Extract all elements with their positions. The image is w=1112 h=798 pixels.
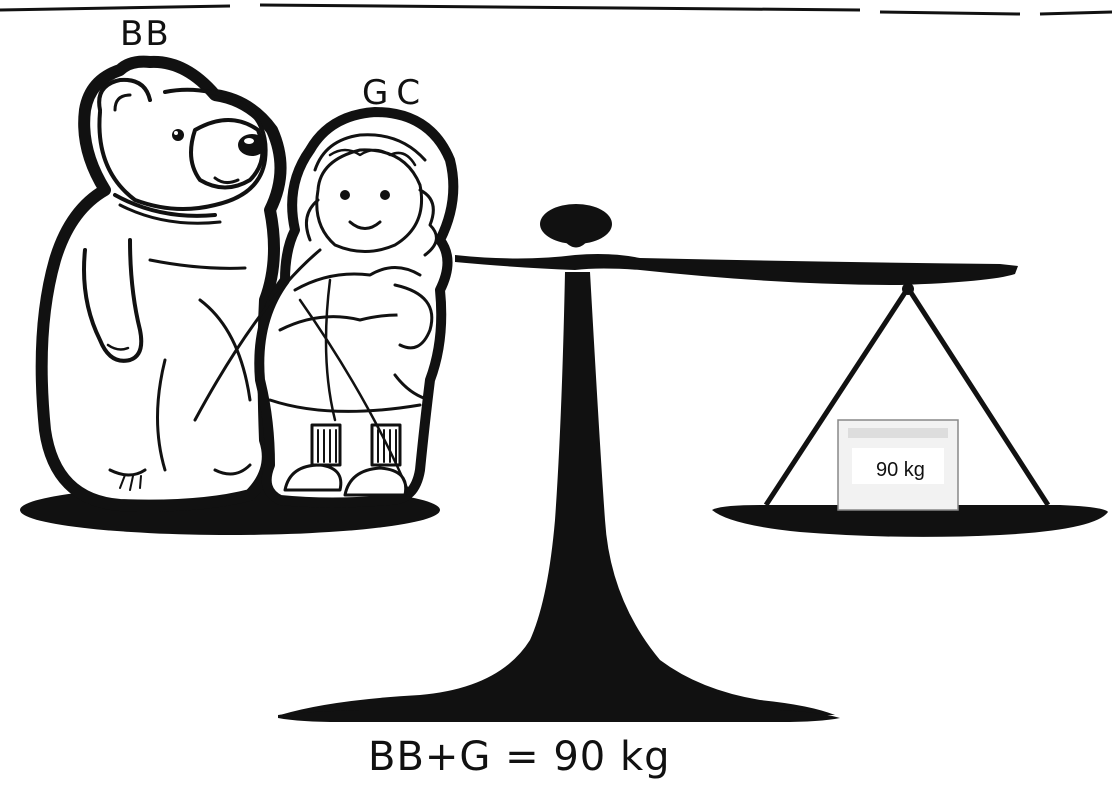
- equation-label: BB+G = 90 kg: [368, 734, 671, 780]
- top-border-lines: [0, 5, 1112, 14]
- weight-label: 90 kg: [876, 459, 925, 481]
- teddy-bear-illustration: [42, 62, 281, 506]
- scale-beam: [455, 254, 1018, 285]
- weight-block: 90 kg: [838, 420, 958, 510]
- girl-label: GC: [362, 73, 428, 113]
- bear-label: BB: [120, 14, 171, 54]
- scale-base: [278, 710, 840, 722]
